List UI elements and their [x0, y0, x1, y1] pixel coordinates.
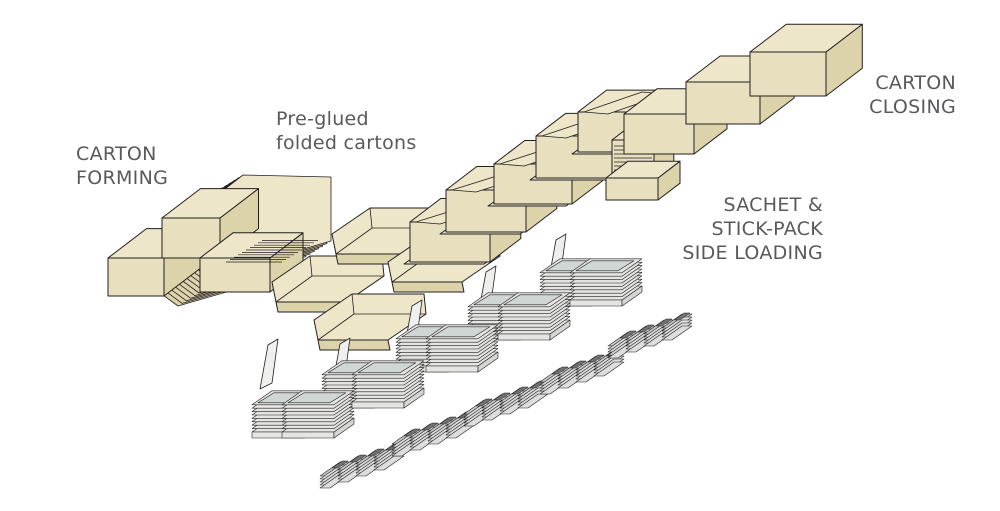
fold-line — [369, 207, 373, 229]
label-carton-forming: CARTON FORMING — [76, 142, 168, 190]
stick-group-4 — [539, 348, 625, 395]
label-pre-glued-line-1: Pre-glued — [276, 108, 369, 130]
carton-front-face — [107, 257, 165, 297]
label-carton-closing-line-1: CARTON — [875, 72, 956, 94]
fold-line — [351, 293, 355, 315]
sachet-window — [575, 260, 635, 272]
sachet-base — [425, 365, 479, 373]
label-side-loading-line-3: SIDE LOADING — [682, 242, 823, 264]
sachet-window — [357, 362, 417, 374]
stick-group-5 — [607, 312, 693, 359]
sachet-window — [287, 392, 347, 404]
sachet-base-side — [621, 285, 643, 307]
label-carton-closing-line-2: CLOSING — [869, 96, 956, 118]
label-carton-forming-line-2: FORMING — [76, 167, 169, 189]
sachet-base — [497, 333, 551, 341]
stick-pack-band — [493, 392, 511, 401]
fold-line — [275, 275, 313, 303]
stick-pack-band — [511, 386, 529, 395]
stick-pack — [661, 325, 693, 341]
flat-carton-2 — [313, 293, 427, 351]
label-side-loading-line-1: SACHET & — [723, 194, 823, 216]
carton-top-face — [749, 23, 863, 53]
label-pre-glued: Pre-glued folded cartons — [276, 107, 417, 155]
stick-group-3 — [463, 380, 549, 427]
label-carton-forming-line-1: CARTON — [76, 143, 157, 165]
sachet-stack-back-3 — [425, 324, 499, 373]
stick-group-2 — [391, 410, 477, 457]
stick-group-1 — [319, 442, 405, 489]
carton-top-face — [605, 160, 681, 179]
sachet-base-side — [403, 387, 425, 409]
stick-pack-band — [367, 448, 385, 457]
sachet-base — [351, 401, 405, 409]
closed-carton-3 — [749, 23, 863, 97]
stick-pack — [373, 455, 405, 471]
sachet-stack-back-4 — [497, 292, 571, 341]
sachet-stacks — [251, 258, 643, 439]
carton-top-face — [161, 188, 259, 219]
label-side-loading: SACHET & STICK-PACK SIDE LOADING — [660, 193, 823, 265]
stick-pack-band — [551, 366, 569, 375]
label-carton-closing: CARTON CLOSING — [836, 71, 956, 119]
stick-pack-band — [475, 398, 493, 407]
sachet-stack-back-5 — [569, 258, 643, 307]
stick-pack-band — [673, 312, 691, 321]
stick-pack-band — [587, 354, 605, 363]
sachet-window — [503, 294, 563, 306]
fold-line — [335, 227, 373, 255]
carton-front-face — [605, 177, 659, 201]
sachet-base-side — [333, 417, 355, 439]
stick-pack-band — [439, 416, 457, 425]
carton-top-face — [199, 232, 304, 259]
carton-forming-stack — [107, 174, 332, 307]
pusher-plate-1 — [259, 338, 279, 390]
sachet-stack-back-2 — [351, 360, 425, 409]
stick-pack-band — [655, 318, 673, 327]
sachet-base-side — [549, 319, 571, 341]
fold-line — [309, 255, 313, 277]
label-pre-glued-line-2: folded cartons — [276, 132, 417, 154]
stick-pack-band — [619, 330, 637, 339]
label-side-loading-line-2: STICK-PACK — [711, 218, 823, 240]
flat-carton-edge — [317, 339, 391, 351]
stick-pack-band — [637, 324, 655, 333]
sachet-base — [281, 431, 335, 439]
stick-pack — [593, 361, 625, 377]
stick-pack-band — [569, 360, 587, 369]
sachet-base — [569, 299, 623, 307]
sachet-base-side — [477, 351, 499, 373]
stick-pack-band — [403, 428, 421, 437]
sachet-stack-back-1 — [281, 390, 355, 439]
carton-front-face — [623, 113, 695, 155]
carton-front-face — [749, 51, 827, 97]
flat-carton-edge — [391, 281, 465, 293]
sachet-window — [431, 326, 491, 338]
closed-cartons — [605, 23, 863, 201]
carton-front-face — [685, 81, 761, 125]
closing-flap-carton — [605, 160, 681, 201]
stick-pack-band — [421, 422, 439, 431]
stick-pack-band — [349, 454, 367, 463]
stick-pack-groups — [319, 312, 693, 489]
fold-line — [317, 313, 355, 341]
carton-front-face — [199, 257, 271, 293]
stick-pack-band — [331, 460, 349, 469]
